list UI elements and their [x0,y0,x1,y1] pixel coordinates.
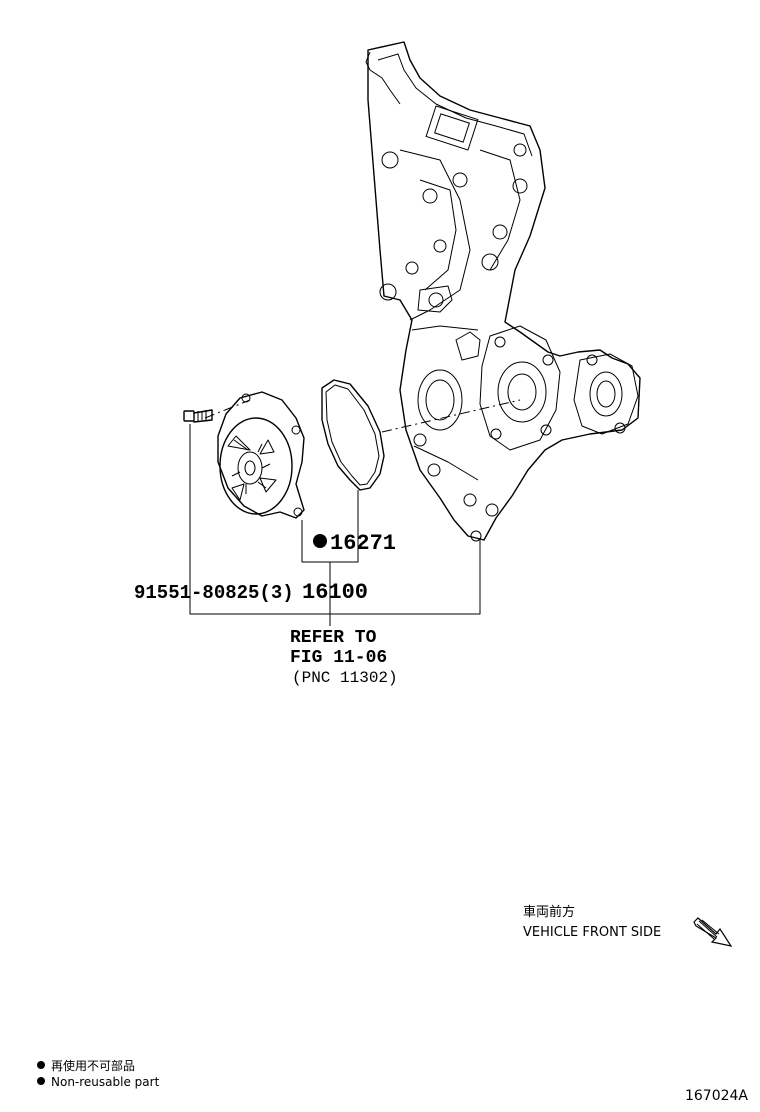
timing-cover-drawing [365,41,641,542]
assembly-centerline-2 [381,399,521,433]
legend-text-en: Non-reusable part [51,1075,160,1089]
legend-bullet-en [37,1077,45,1085]
direction-label-en: VEHICLE FRONT SIDE [523,925,661,940]
figure-id: 167024A [685,1088,748,1104]
direction-label-jp: 車両前方 [523,904,575,920]
non-reusable-marker [313,534,327,548]
part-number-bolt: 91551-80825(3) [134,582,294,604]
front-direction-arrow-icon [693,917,733,947]
reference-line-3: (PNC 11302) [292,669,398,687]
leader-lines [189,424,481,626]
bolt-drawing [183,409,213,423]
legend-text-jp: 再使用不可部品 [51,1058,135,1073]
water-pump-drawing [217,391,305,519]
reference-line-1: REFER TO [290,628,377,648]
reference-line-2: FIG 11-06 [290,648,387,668]
legend-bullet-jp [37,1061,45,1069]
part-number-gasket: 16271 [330,531,396,556]
gasket-drawing [321,379,385,491]
part-number-water-pump: 16100 [302,580,368,605]
